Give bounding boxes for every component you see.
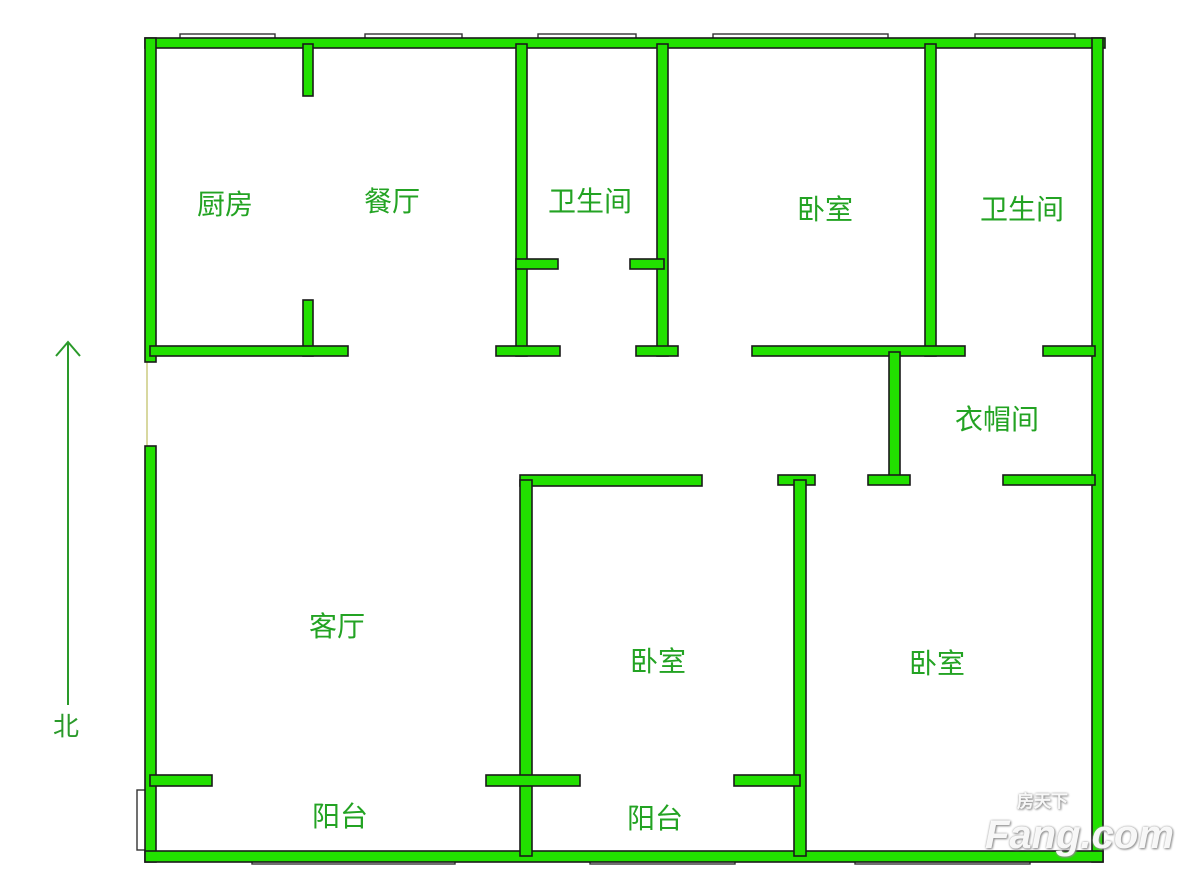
room-label-living: 客厅 [308, 610, 366, 643]
watermark-brand: Fang.com [985, 813, 1174, 857]
room-label-bathroom: 卫生间 [547, 185, 633, 218]
room-label-bedroom: 卧室 [629, 645, 687, 678]
room-label-balcony: 阳台 [626, 802, 684, 835]
walls [144, 37, 1106, 863]
room-label-bedroom: 卧室 [908, 647, 966, 680]
room-label-bathroom: 卫生间 [979, 193, 1065, 226]
north-label: 北 [52, 712, 80, 743]
north-arrow [55, 340, 81, 705]
room-label-bedroom: 卧室 [796, 193, 854, 226]
watermark-cn: 房天下 [1017, 792, 1068, 811]
room-label-dining: 餐厅 [363, 185, 421, 218]
room-label-closet: 衣帽间 [954, 403, 1040, 436]
room-label-kitchen: 厨房 [196, 188, 254, 221]
watermark-logo: 房天下 Fang.com [985, 792, 1174, 858]
room-label-balcony: 阳台 [311, 800, 369, 833]
